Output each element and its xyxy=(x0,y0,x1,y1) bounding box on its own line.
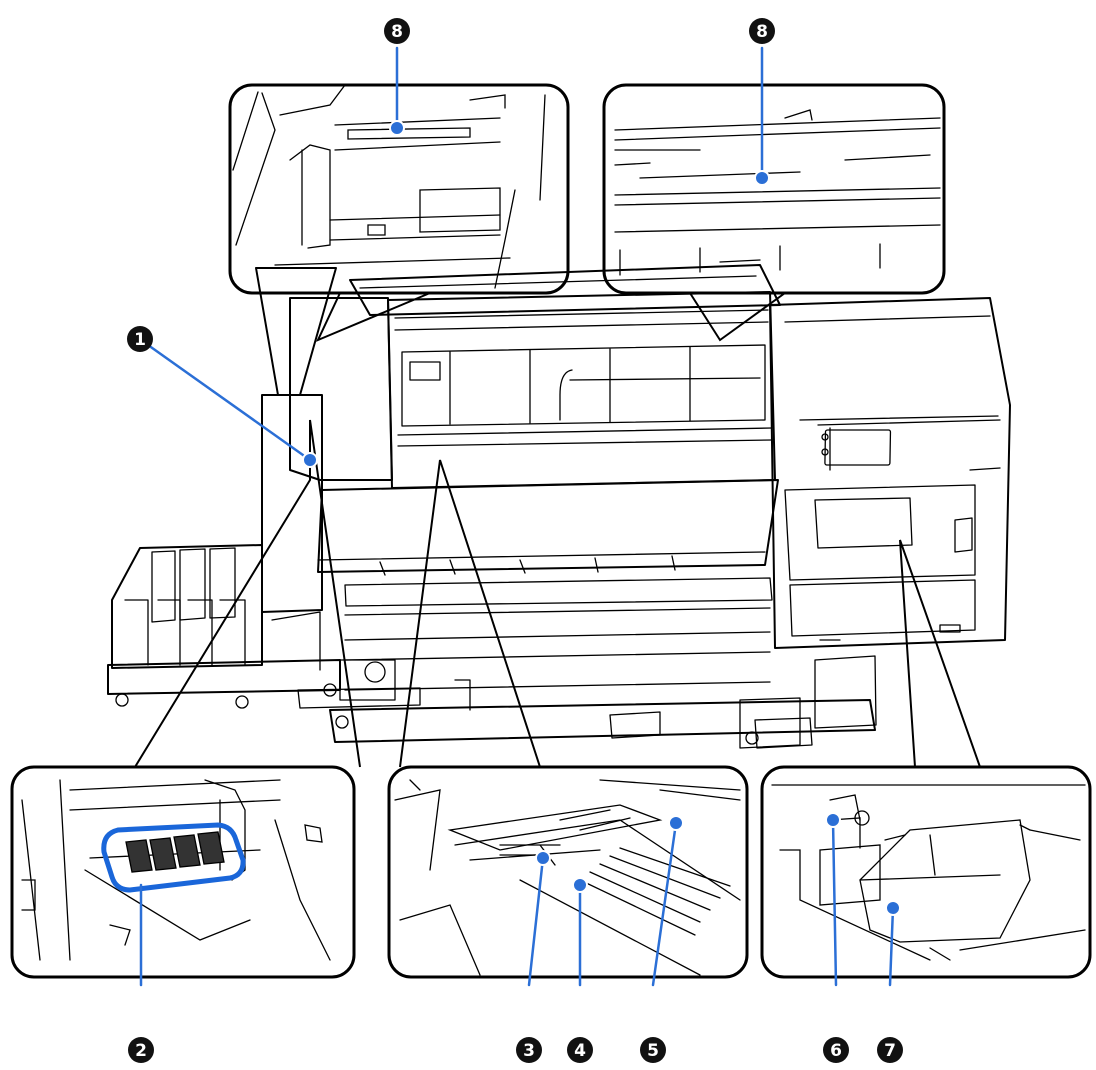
callout-marker-7: 7 xyxy=(877,1037,903,1063)
callout-label-7: 7 xyxy=(884,1041,896,1061)
callout-marker-8-right: 8 xyxy=(749,18,775,44)
callout-label-4: 4 xyxy=(574,1041,586,1061)
inset-top-left xyxy=(228,83,570,295)
callout-label-8-left: 8 xyxy=(391,22,403,42)
callout-label-6: 6 xyxy=(830,1041,842,1061)
inset-connectors xyxy=(134,292,981,768)
printer-illustration xyxy=(107,264,1011,749)
callout-marker-1: 1 xyxy=(127,326,153,352)
callout-marker-4: 4 xyxy=(567,1037,593,1063)
callout-marker-5: 5 xyxy=(640,1037,666,1063)
callout-label-3: 3 xyxy=(523,1041,535,1061)
leader-lines xyxy=(139,46,895,987)
callout-label-5: 5 xyxy=(647,1041,659,1061)
callout-marker-2: 2 xyxy=(128,1037,154,1063)
callout-label-2: 2 xyxy=(135,1041,147,1061)
inset-top-right xyxy=(602,83,946,295)
callout-label-8-right: 8 xyxy=(756,22,768,42)
inset-bottom-left xyxy=(10,765,356,979)
ink-cartridges-highlight xyxy=(101,822,246,893)
leader-dots xyxy=(302,120,901,916)
inset-bottom-center xyxy=(387,765,749,979)
callout-marker-6: 6 xyxy=(823,1037,849,1063)
callout-marker-3: 3 xyxy=(516,1037,542,1063)
inset-bottom-right xyxy=(760,765,1092,979)
callout-marker-8-left: 8 xyxy=(384,18,410,44)
callout-label-1: 1 xyxy=(134,330,146,350)
